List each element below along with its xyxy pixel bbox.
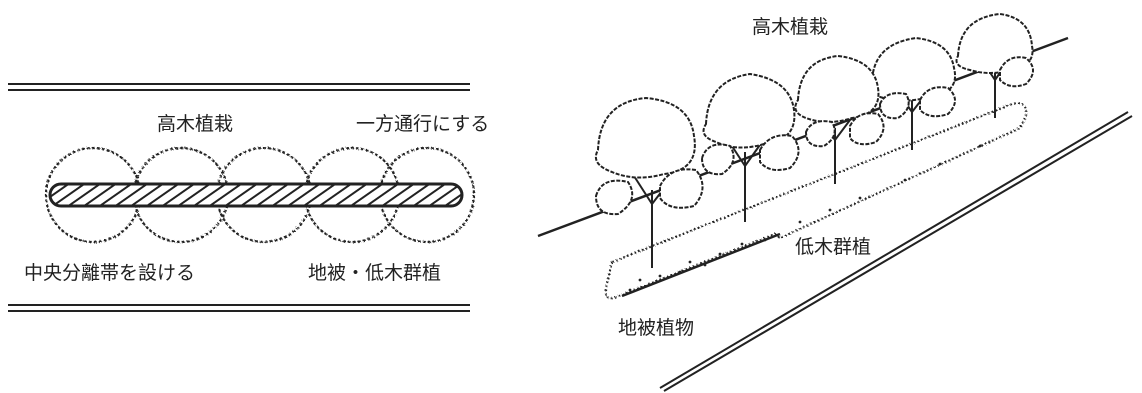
label-one-way: 一方通行にする: [356, 113, 489, 135]
road-edge-near: [659, 111, 1133, 392]
median-strip: [48, 182, 464, 208]
label-median: 中央分離帯を設ける: [24, 262, 195, 284]
median-planter: [604, 102, 1028, 300]
tree: [594, 96, 704, 268]
label-tall-trees-perspective: 高木植栽: [752, 16, 828, 38]
road-edge-top: [8, 83, 470, 91]
median-planter-edge: [621, 232, 781, 298]
tree: [794, 54, 885, 184]
perspective-view: 高木植栽 低木群植 地被植物: [537, 12, 1133, 392]
label-tall-trees-plan: 高木植栽: [157, 113, 233, 135]
label-ground-shrub: 地被・低木群植: [308, 262, 441, 284]
tree: [955, 12, 1034, 118]
road-edge-bottom: [8, 304, 470, 312]
tree: [869, 36, 956, 150]
tree: [700, 72, 800, 222]
plan-view: 高木植栽 一方通行にする 中央分離帯を設ける 地被・低木群植: [8, 83, 489, 312]
label-groundcover: 地被植物: [618, 317, 694, 339]
tree-row: [594, 12, 1034, 268]
groundcover-dots: [628, 144, 982, 292]
label-shrubs: 低木群植: [795, 236, 871, 258]
